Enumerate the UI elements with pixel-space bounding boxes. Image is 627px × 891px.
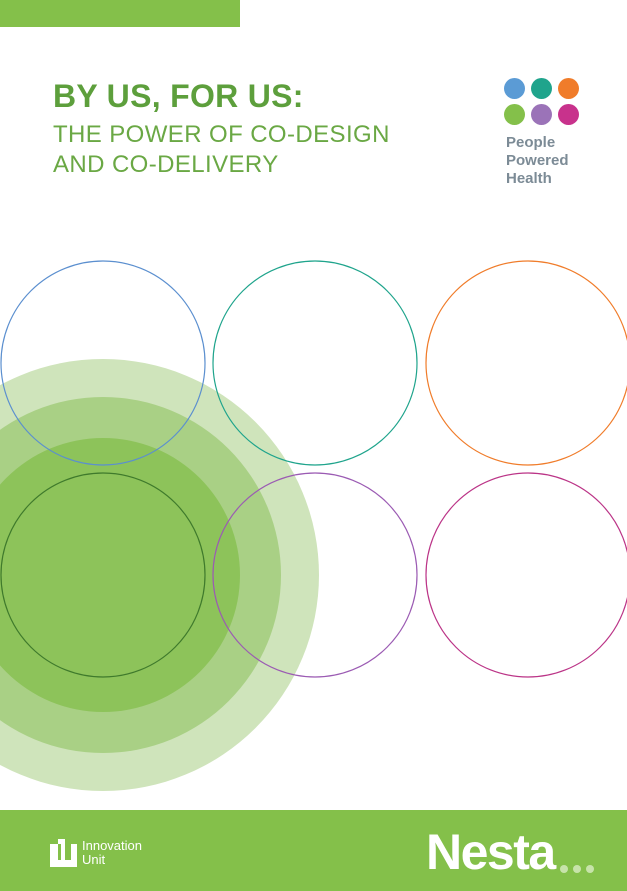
wordmark-line-3: Health xyxy=(506,170,552,187)
people-powered-health-logo: People Powered Health xyxy=(504,78,584,193)
wordmark-line-2: Powered xyxy=(506,152,569,169)
wordmark-line-1: People xyxy=(506,134,556,151)
circles-illustration xyxy=(0,260,627,791)
nesta-dot xyxy=(586,865,594,873)
innovation-unit-wordmark: Innovation Unit xyxy=(82,839,142,867)
nesta-dot xyxy=(573,865,581,873)
logo-dot xyxy=(504,104,525,125)
outline-circle-bottom-right xyxy=(425,472,627,678)
people-powered-health-dots-icon xyxy=(504,78,579,125)
nesta-logo: Nesta xyxy=(426,824,556,880)
nesta-dot xyxy=(560,865,568,873)
subtitle-line-1: THE POWER OF CO-DESIGN xyxy=(53,121,390,148)
subtitle-line-2: AND CO-DELIVERY xyxy=(53,151,279,178)
logo-dot xyxy=(531,78,552,99)
outline-circle-bottom-left xyxy=(0,472,206,678)
innovation-unit-line-1: Innovation xyxy=(82,838,142,853)
footer-bar: Innovation Unit Nesta xyxy=(0,810,627,891)
nesta-ellipsis-dots-icon xyxy=(560,865,600,875)
page-title: BY US, FOR US: xyxy=(53,78,304,114)
top-accent-bar xyxy=(0,0,240,27)
logo-dot xyxy=(558,104,579,125)
outline-circle-top-right xyxy=(425,260,627,466)
logo-dot xyxy=(558,78,579,99)
outline-circle-top-left xyxy=(0,260,206,466)
fill-circle-inner xyxy=(0,438,240,712)
page-subtitle: THE POWER OF CO-DESIGN AND CO-DELIVERY xyxy=(53,120,390,180)
innovation-unit-logo: Innovation Unit xyxy=(50,834,170,870)
logo-dot xyxy=(531,104,552,125)
outline-circle-top-middle xyxy=(212,260,418,466)
logo-dot xyxy=(504,78,525,99)
innovation-unit-logo-icon xyxy=(50,839,77,867)
innovation-unit-line-2: Unit xyxy=(82,852,106,867)
outline-circle-bottom-middle xyxy=(212,472,418,678)
people-powered-health-wordmark: People Powered Health xyxy=(506,134,569,188)
